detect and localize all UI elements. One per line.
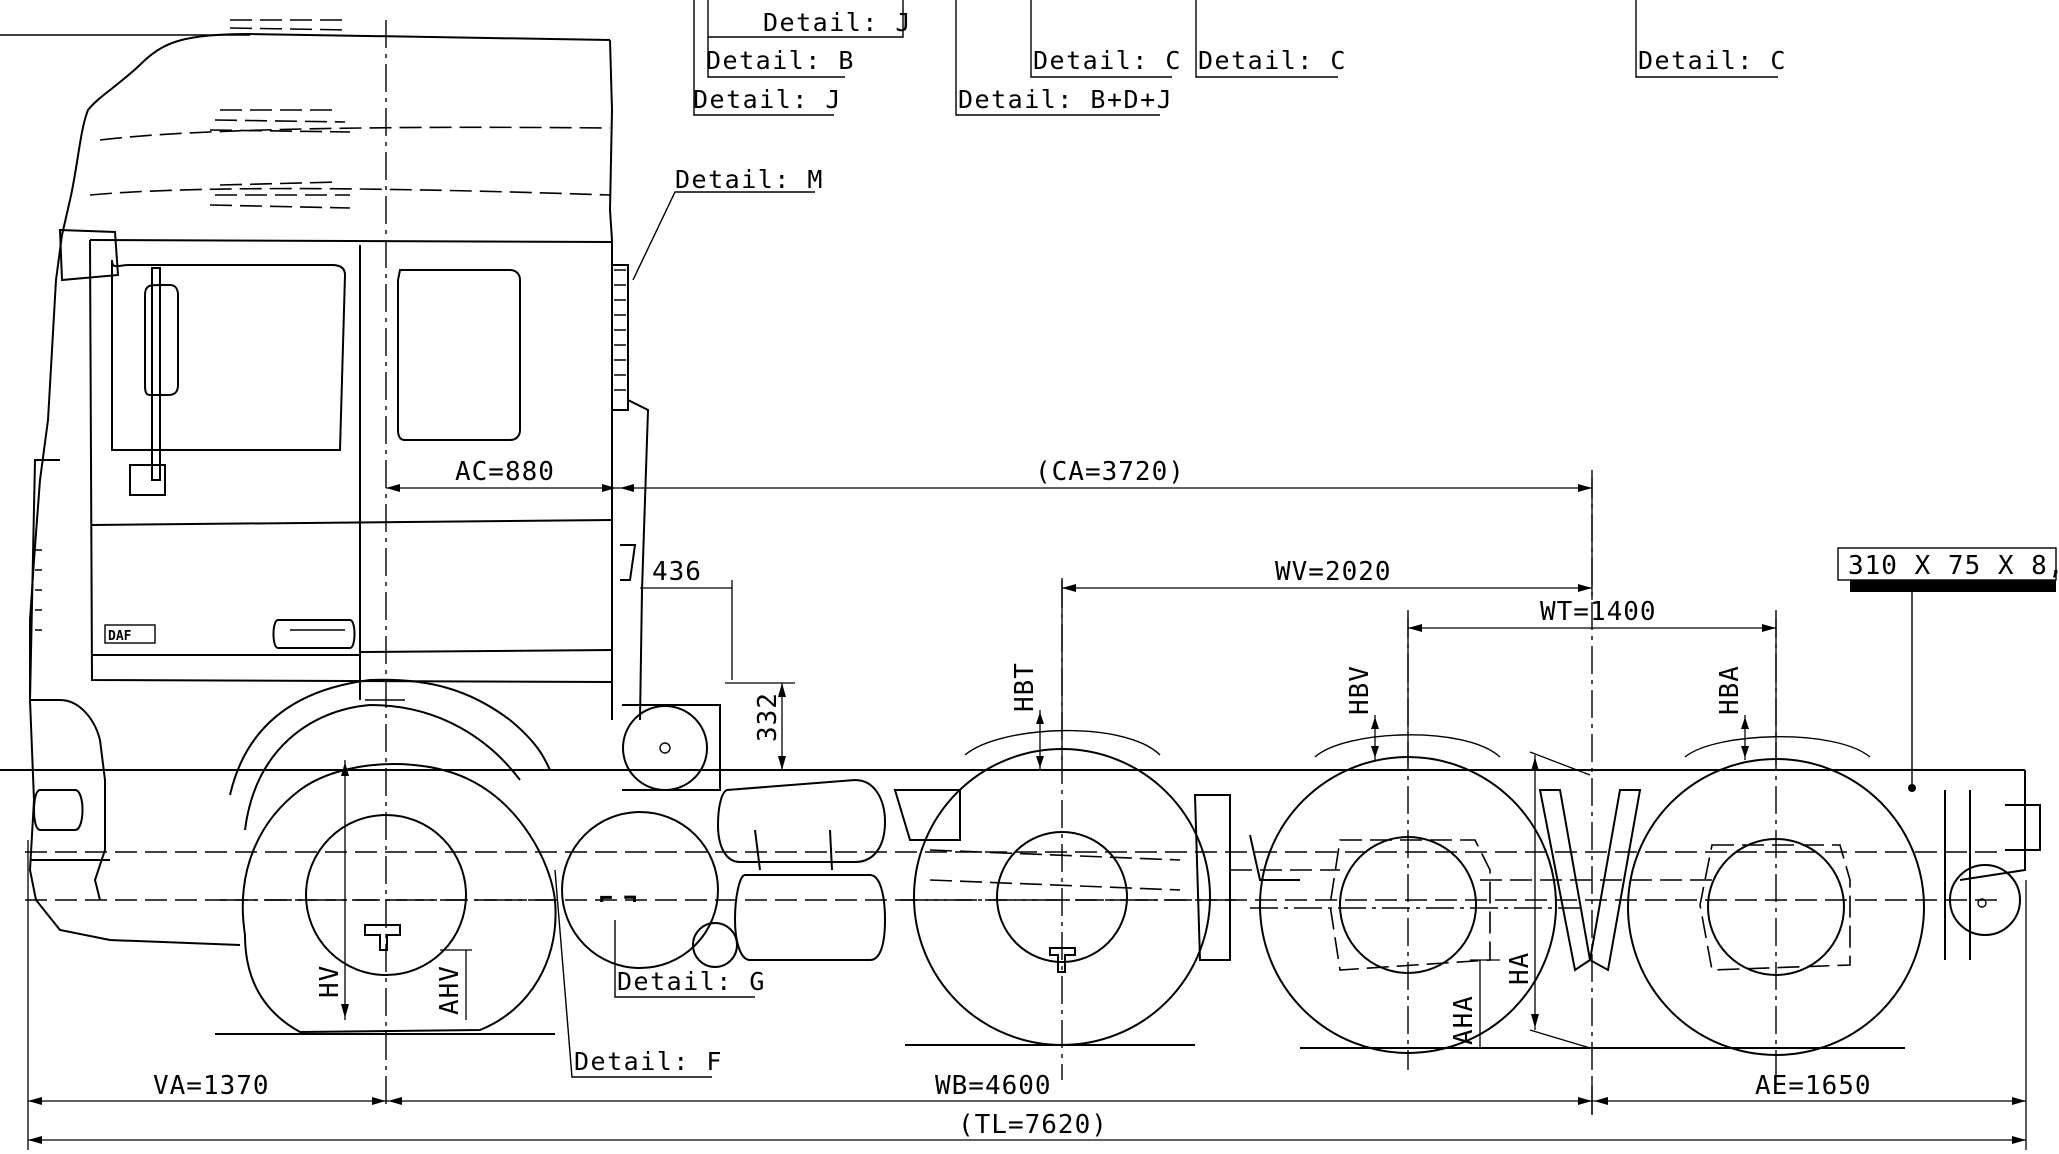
dim-332-label: 332 [753,692,783,742]
height-hbt: HBT [1010,662,1040,712]
body-detail-callouts: Detail: M Detail: G Detail: F [554,165,824,1078]
dim-wv-label: WV=2020 [1275,557,1392,587]
detail-label-bdj: Detail: B+D+J [958,85,1173,114]
detail-label-f: Detail: F [574,1047,723,1076]
chassis-frame [0,769,2041,960]
detail-label-g: Detail: G [617,967,766,996]
brand-badge-text: DAF [108,629,132,644]
top-detail-callouts: Detail: J Detail: B Detail: J Detail: C … [693,0,1787,116]
tanks: ⌐ ¬ [561,704,887,969]
svg-text:⌐ ¬: ⌐ ¬ [600,886,636,910]
dim-tl-label: (TL=7620) [958,1110,1108,1140]
upper-dimensions: AC=880 (CA=3720) 436 WV=2020 WT=1400 332… [386,457,2059,792]
detail-label-j-top: Detail: J [763,8,912,37]
cab: DAF [0,19,650,946]
detail-label-j: Detail: J [693,85,842,114]
dim-ca-label: (CA=3720) [1035,457,1185,487]
dim-ac-label: AC=880 [455,457,555,487]
detail-label-b: Detail: B [706,46,855,75]
dim-va-label: VA=1370 [153,1071,270,1101]
height-ha: HA [1505,952,1535,985]
dim-wt-label: WT=1400 [1540,597,1657,627]
dim-ae-label: AE=1650 [1755,1071,1872,1101]
height-hba: HBA [1715,665,1745,715]
frame-section-label: 310 X 75 X 8,5 [1848,551,2059,581]
height-hv: HV [315,965,345,998]
dim-wb-label: WB=4600 [935,1071,1052,1101]
lower-dimensions: VA=1370 WB=4600 AE=1650 (TL=7620) [27,840,2027,1150]
rear-suspension [893,789,1720,972]
wheels [215,729,1925,1056]
front-wheel [215,762,557,1035]
height-hbv: HBV [1345,665,1375,715]
detail-label-c-1: Detail: C [1033,46,1182,75]
height-markers: HBT HBV HBA HV AHV HA AHA [315,662,1749,1049]
height-aha: AHA [1449,995,1479,1045]
height-ahv: AHV [435,965,465,1015]
axle-center-lines [220,20,1777,1120]
brand-badge [104,624,156,644]
detail-label-c-3: Detail: C [1638,46,1787,75]
rear-wheel-2 [1259,734,1905,1054]
detail-label-c-2: Detail: C [1198,46,1347,75]
dim-436-label: 436 [652,557,702,587]
rear-wheel-1 [905,729,1211,1046]
detail-label-m: Detail: M [675,165,824,194]
